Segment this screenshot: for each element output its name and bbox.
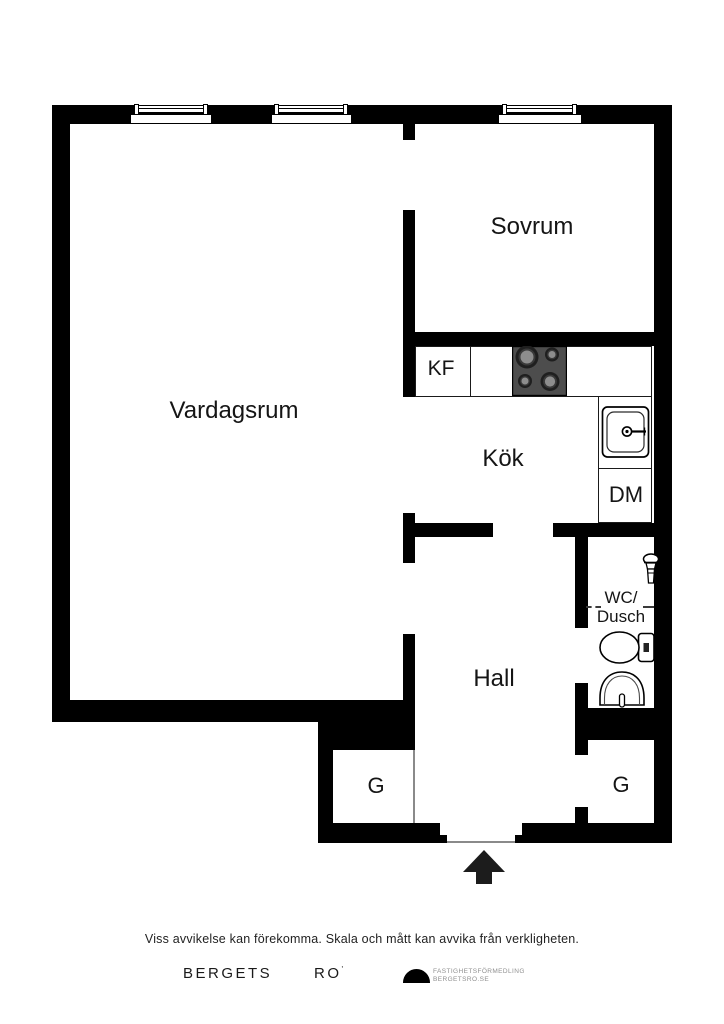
room-label-wardrobe-left: G	[367, 773, 385, 798]
room-label-bedroom: Sovrum	[490, 213, 574, 240]
wardrobe-left-front-line	[413, 750, 415, 823]
wall-bottom-left-b	[318, 835, 447, 843]
window-frame	[135, 105, 206, 113]
stove-icon	[512, 346, 567, 396]
room-label-fridge-freezer: KF	[427, 357, 455, 380]
shower-dashed-line	[586, 606, 601, 608]
wall-right	[654, 105, 672, 843]
wall-bedroom-bottom	[403, 332, 672, 346]
room-label-bathroom: WC/ Dusch	[597, 588, 645, 626]
brand-logo-icon	[403, 969, 430, 983]
wall-bottom-left-a	[318, 823, 440, 835]
wall-wc-closet-divider	[588, 708, 654, 740]
window-icon	[498, 104, 582, 126]
wall-kitchen-hall-right	[553, 523, 654, 537]
disclaimer-text: Viss avvikelse kan förekomma. Skala och …	[144, 932, 580, 946]
kitchen-sink-icon	[601, 406, 650, 458]
entrance-threshold-line	[447, 841, 515, 843]
window-frame	[275, 105, 346, 113]
wall-wc-left-lower	[575, 683, 588, 755]
window-sill	[498, 114, 582, 124]
cabinet-divider	[470, 346, 472, 397]
brand-trademark: '	[341, 965, 344, 974]
brand-word-ro-text: RO	[314, 965, 342, 982]
wall-closet-right-stub	[575, 807, 588, 823]
wall-kitchen-hall-stub	[403, 513, 415, 563]
wall-bottom-right-b	[515, 835, 672, 843]
window-frame	[503, 105, 575, 113]
wall-bedroom-divider	[403, 210, 415, 332]
room-label-living-room: Vardagsrum	[169, 397, 299, 424]
room-label-bathroom-line2: Dusch	[596, 607, 646, 626]
window-sill	[271, 114, 352, 124]
cabinet-divider	[598, 468, 652, 470]
room-label-wardrobe-right: G	[612, 772, 630, 797]
shower-dashed-line	[643, 606, 654, 608]
wall-kitchen-left	[403, 346, 415, 397]
wall-kitchen-hall-left	[415, 523, 493, 537]
brand-word-bergets: BERGETS	[183, 965, 273, 982]
brand-tagline: FASTIGHETSFÖRMEDLING BERGETSRO.SE	[433, 968, 525, 983]
brand-tagline-line2: BERGETSRO.SE	[433, 975, 490, 983]
shower-icon	[642, 553, 660, 584]
room-label-hall: Hall	[473, 665, 515, 692]
wall-band-above-closet	[318, 722, 415, 750]
room-label-kitchen: Kök	[482, 445, 524, 472]
window-icon	[130, 104, 212, 126]
wall-bottom-right-a	[522, 823, 672, 835]
wall-left	[52, 105, 70, 722]
brand-word-ro: RO'	[314, 965, 343, 982]
room-label-bathroom-line1: WC/	[604, 588, 638, 607]
room-label-dishwasher: DM	[608, 482, 644, 507]
wall-bedroom-divider-stub	[403, 124, 415, 140]
window-sill	[130, 114, 212, 124]
window-icon	[271, 104, 352, 126]
brand-tagline-line1: FASTIGHETSFÖRMEDLING	[433, 968, 525, 975]
wall-hall-left	[403, 634, 415, 750]
washbasin-icon	[599, 671, 645, 708]
wall-step-down	[318, 722, 333, 843]
wall-livingroom-bottom	[52, 700, 415, 722]
wall-wc-left-upper	[575, 537, 588, 628]
entrance-arrow-icon	[463, 850, 505, 884]
toilet-icon	[599, 631, 655, 664]
